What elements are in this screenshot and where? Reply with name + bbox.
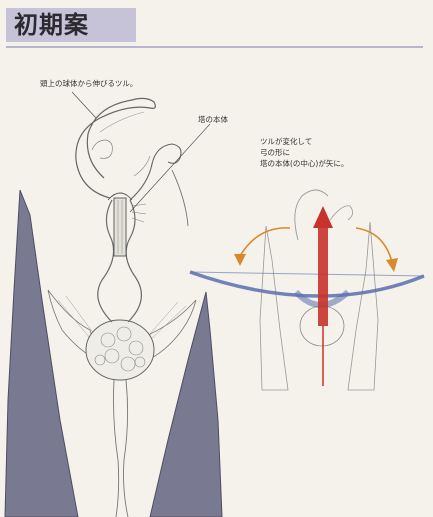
right-rock-spire <box>149 291 223 517</box>
tower-body-annotation: 塔の本体 <box>198 115 228 124</box>
transformation-annotation: ツルが変化して 弓の形に 塔の本体(の中心)が矢に。 <box>260 137 349 168</box>
left-vine-curl <box>75 97 156 199</box>
red-arrow-shaft <box>318 226 328 326</box>
page-title: 初期案 <box>14 11 89 39</box>
bow-shape <box>189 270 425 298</box>
tower-leader <box>129 123 211 213</box>
vine-leader <box>71 91 97 119</box>
title-underline <box>6 46 423 48</box>
title-tag <box>6 8 136 42</box>
orange-arrow-right <box>355 227 393 263</box>
tower-orb <box>85 319 155 381</box>
left-rock-spire <box>4 189 79 517</box>
vine-annotation: 頭上の球体から伸びるツル。 <box>40 79 138 88</box>
right-vine-curl <box>129 143 182 201</box>
orange-arrow-left <box>239 227 291 257</box>
red-arrow-head <box>313 206 333 228</box>
